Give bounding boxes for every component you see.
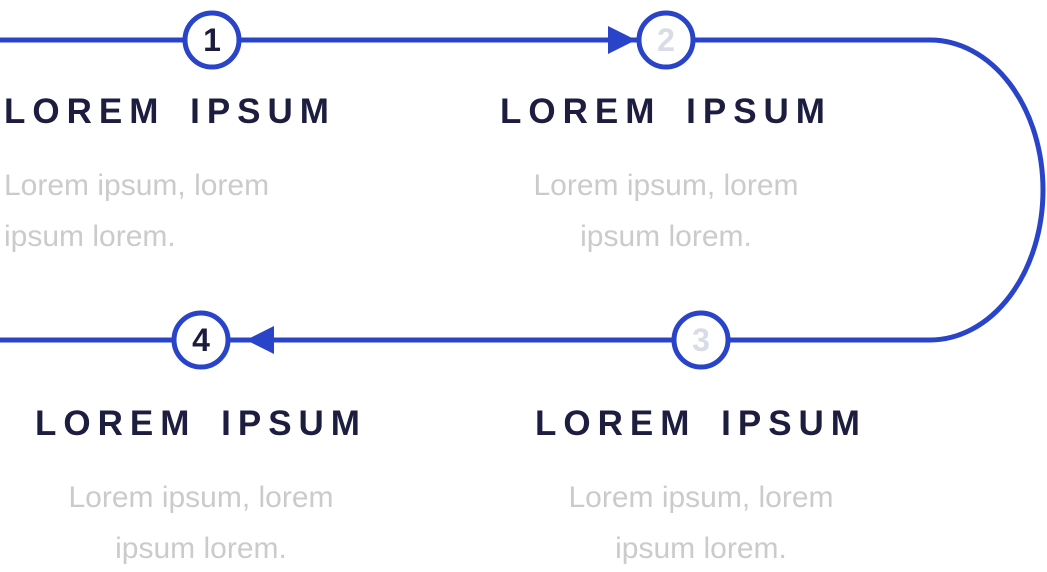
- step-body: Lorem ipsum, lorem ipsum lorem.: [460, 160, 872, 262]
- flow-path: [0, 37, 1046, 343]
- step-number-3: 3: [692, 322, 710, 358]
- step-body-line: Lorem ipsum, lorem: [533, 169, 799, 202]
- step-title: LOREM IPSUM: [535, 404, 867, 443]
- step-number-4: 4: [192, 322, 210, 358]
- step-block-1: LOREM IPSUM Lorem ipsum, lorem ipsum lor…: [4, 92, 414, 262]
- step-body-line: ipsum lorem.: [4, 220, 176, 253]
- arrowhead-right-icon: [608, 26, 636, 54]
- step-circle-4: [171, 310, 231, 370]
- step-title: LOREM IPSUM: [500, 92, 832, 131]
- arrowhead-left-icon: [246, 326, 274, 354]
- step-body-line: Lorem ipsum, lorem: [568, 481, 834, 514]
- step-title: LOREM IPSUM: [35, 404, 367, 443]
- step-body-line: Lorem ipsum, lorem: [4, 169, 270, 202]
- step-body: Lorem ipsum, lorem ipsum lorem.: [4, 160, 414, 262]
- step-circle-2: [636, 10, 696, 70]
- step-block-4: LOREM IPSUM Lorem ipsum, lorem ipsum lor…: [0, 404, 402, 572]
- step-circle-3: [671, 310, 731, 370]
- step-block-3: LOREM IPSUM Lorem ipsum, lorem ipsum lor…: [500, 404, 902, 572]
- step-body: Lorem ipsum, lorem ipsum lorem.: [0, 472, 402, 572]
- step-body-line: ipsum lorem.: [115, 532, 287, 565]
- step-circle-1: [182, 10, 242, 70]
- step-block-2: LOREM IPSUM Lorem ipsum, lorem ipsum lor…: [460, 92, 872, 262]
- step-body-line: Lorem ipsum, lorem: [68, 481, 334, 514]
- step-number-2: 2: [657, 22, 675, 58]
- step-title: LOREM IPSUM: [4, 92, 336, 131]
- step-body: Lorem ipsum, lorem ipsum lorem.: [500, 472, 902, 572]
- step-number-1: 1: [203, 22, 221, 58]
- step-body-line: ipsum lorem.: [615, 532, 787, 565]
- step-body-line: ipsum lorem.: [580, 220, 752, 253]
